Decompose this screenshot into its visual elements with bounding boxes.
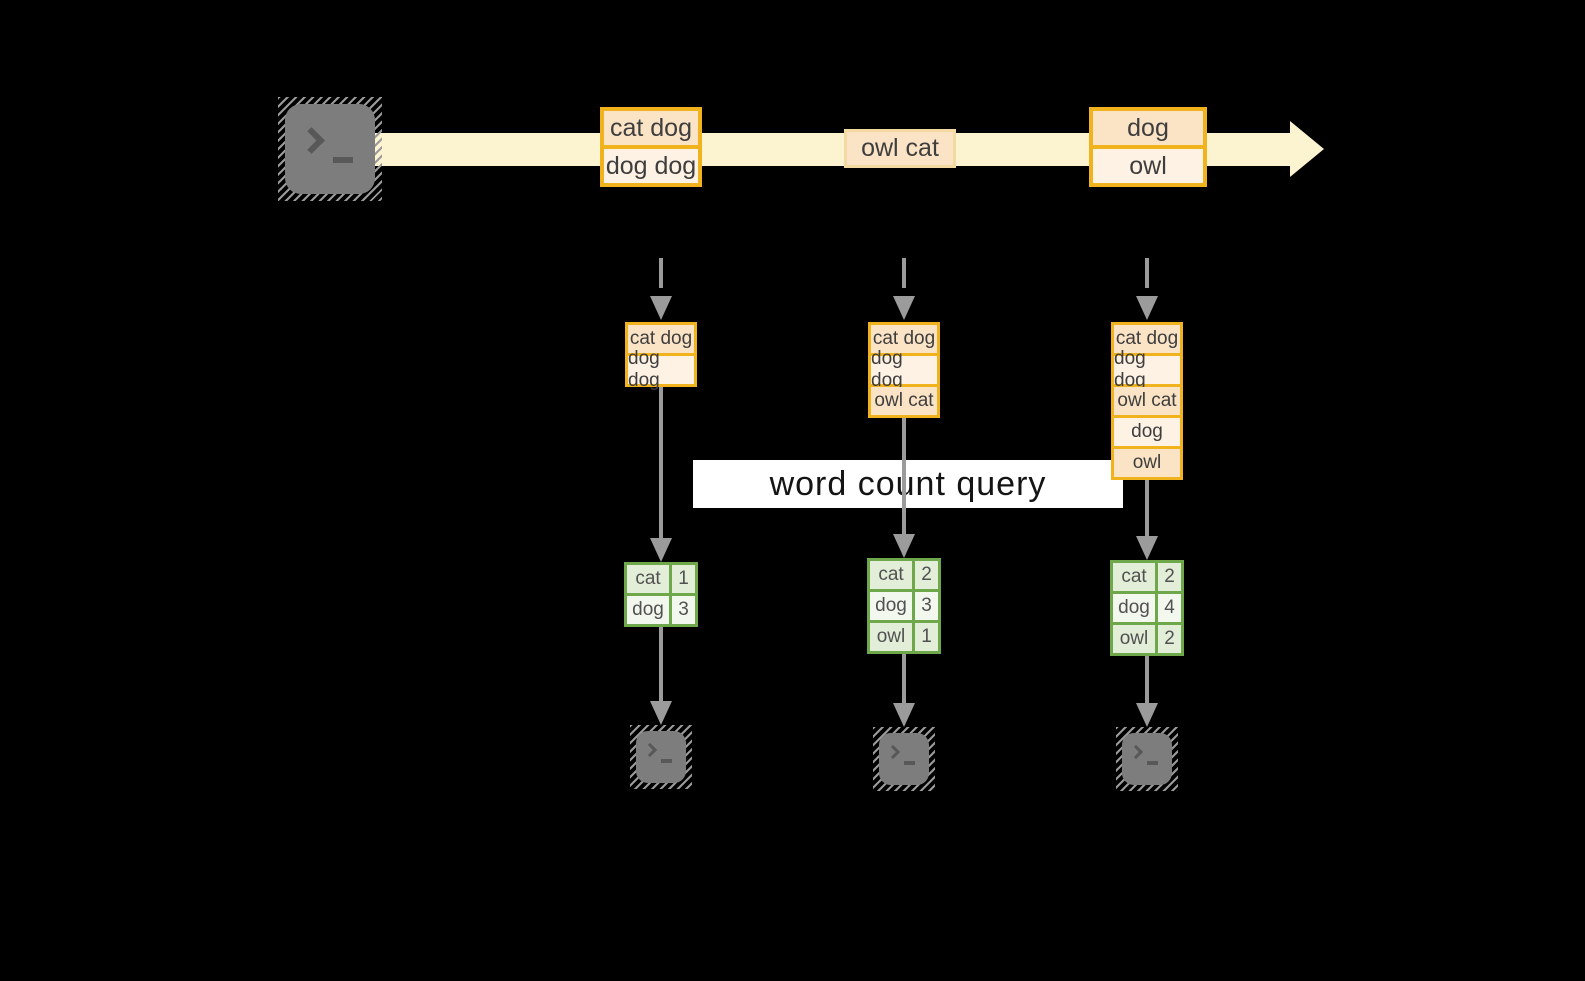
count-cell: 2	[1158, 625, 1181, 653]
count-cell: 3	[915, 592, 938, 620]
count-cell: 4	[1158, 594, 1181, 622]
batch-line: dog dog	[604, 149, 698, 183]
terminal-source-icon	[278, 97, 382, 201]
batch-line: owl	[1093, 149, 1203, 183]
word-cell: dog	[627, 596, 669, 624]
terminal-screen	[879, 733, 929, 785]
table-row: cat 2	[1113, 563, 1181, 591]
table-row: cat 2	[870, 561, 938, 589]
stack-cell: dog dog	[871, 348, 937, 391]
terminal-screen	[636, 731, 686, 783]
stack-cell: cat dog	[628, 325, 694, 353]
terminal-sink-icon	[873, 727, 935, 791]
batch-line: owl cat	[847, 132, 953, 165]
terminal-screen	[1122, 733, 1172, 785]
stack-cell: dog dog	[1114, 348, 1180, 391]
word-count-table-3: cat 2 dog 4 owl 2	[1110, 560, 1184, 656]
dashed-connector	[902, 258, 906, 288]
prompt-underscore-icon	[333, 157, 353, 163]
prompt-chevron-icon	[1128, 744, 1144, 760]
batch-line: cat dog	[604, 111, 698, 145]
stack-cell: owl cat	[1114, 387, 1180, 415]
prompt-chevron-icon	[885, 744, 901, 760]
arrowhead-icon	[893, 534, 915, 558]
word-cell: cat	[627, 565, 669, 593]
arrowhead-icon	[650, 701, 672, 725]
stream-batch-2: owl cat	[844, 129, 956, 168]
count-cell: 1	[915, 623, 938, 651]
count-cell: 2	[1158, 563, 1181, 591]
count-cell: 1	[672, 565, 695, 593]
connector-line	[902, 654, 906, 703]
connector-line	[1145, 656, 1149, 703]
word-cell: owl	[1113, 625, 1155, 653]
word-cell: dog	[1113, 594, 1155, 622]
stack-cell: cat dog	[1114, 325, 1180, 353]
word-cell: dog	[870, 592, 912, 620]
prompt-underscore-icon	[904, 761, 915, 765]
word-cell: cat	[870, 561, 912, 589]
arrowhead-icon	[650, 538, 672, 562]
terminal-screen	[285, 104, 375, 194]
arrowhead-icon	[893, 703, 915, 727]
count-cell: 3	[672, 596, 695, 624]
connector-line	[902, 418, 906, 534]
count-cell: 2	[915, 561, 938, 589]
stack-cell: owl cat	[871, 387, 937, 415]
dashed-connector	[659, 258, 663, 288]
stream-batch-3: dog owl	[1089, 107, 1207, 187]
arrowhead-icon	[1136, 703, 1158, 727]
arrowhead-icon	[650, 296, 672, 320]
stack-cell: dog	[1114, 418, 1180, 446]
prompt-underscore-icon	[661, 759, 672, 763]
prompt-underscore-icon	[1147, 761, 1158, 765]
batch-line: dog	[1093, 111, 1203, 145]
word-cell: owl	[870, 623, 912, 651]
micro-batch-input-2: cat dog dog dog owl cat	[868, 322, 940, 418]
terminal-sink-icon	[1116, 727, 1178, 791]
connector-line	[659, 627, 663, 701]
table-row: owl 2	[1113, 625, 1181, 653]
table-row: cat 1	[627, 565, 695, 593]
word-count-table-2: cat 2 dog 3 owl 1	[867, 558, 941, 654]
table-row: dog 3	[627, 596, 695, 624]
word-cell: cat	[1113, 563, 1155, 591]
dashed-connector	[1145, 258, 1149, 288]
stack-cell: dog dog	[628, 348, 694, 391]
stream-batch-1: cat dog dog dog	[600, 107, 702, 187]
connector-line	[1145, 480, 1149, 536]
prompt-chevron-icon	[298, 127, 325, 154]
prompt-chevron-icon	[642, 742, 658, 758]
micro-batch-input-3: cat dog dog dog owl cat dog owl	[1111, 322, 1183, 480]
stream-arrowhead-icon	[1290, 121, 1324, 177]
table-row: owl 1	[870, 623, 938, 651]
terminal-sink-icon	[630, 725, 692, 789]
stack-cell: owl	[1114, 449, 1180, 477]
query-label: word count query	[693, 460, 1123, 508]
arrowhead-icon	[893, 296, 915, 320]
table-row: dog 3	[870, 592, 938, 620]
stack-cell: cat dog	[871, 325, 937, 353]
micro-batch-input-1: cat dog dog dog	[625, 322, 697, 391]
arrowhead-icon	[1136, 536, 1158, 560]
word-count-table-1: cat 1 dog 3	[624, 562, 698, 627]
arrowhead-icon	[1136, 296, 1158, 320]
connector-line	[659, 387, 663, 538]
table-row: dog 4	[1113, 594, 1181, 622]
